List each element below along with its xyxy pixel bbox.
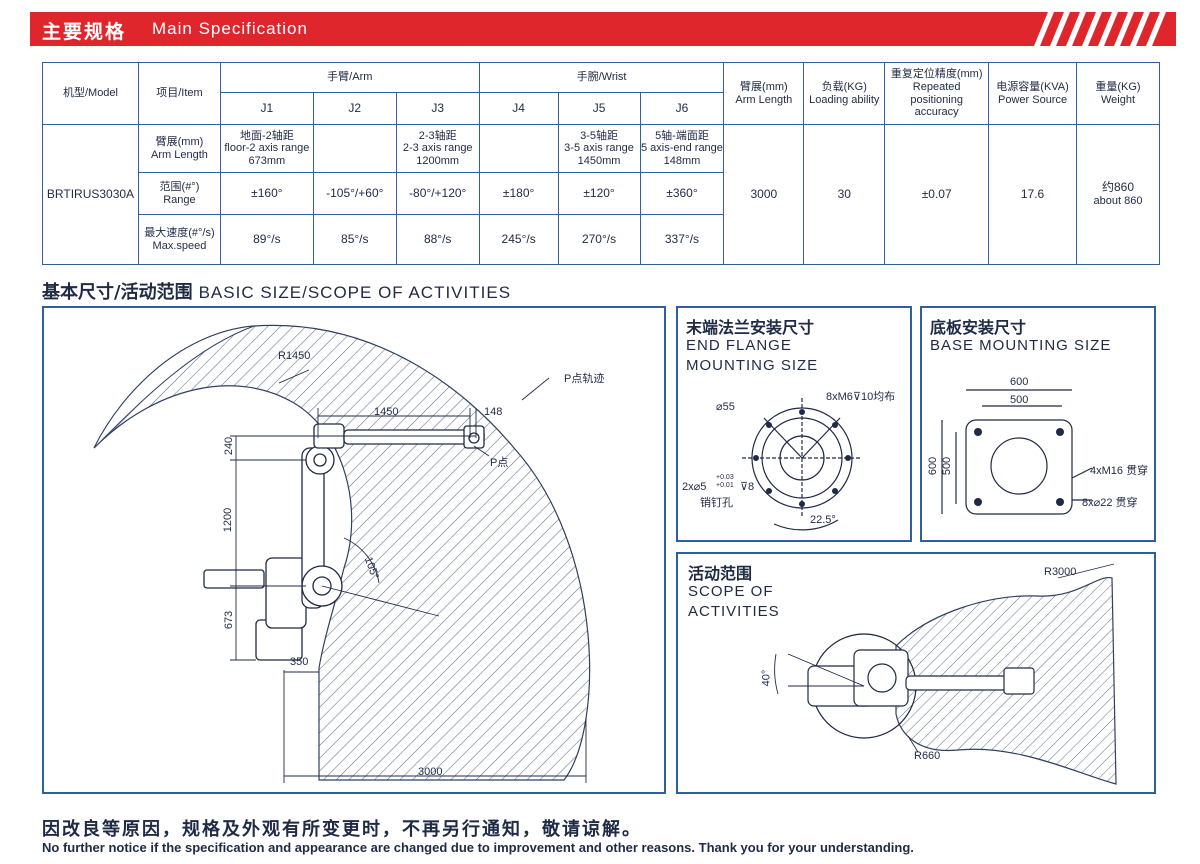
j6-range: ±360° bbox=[639, 172, 725, 215]
j4-armlength bbox=[478, 124, 559, 173]
base-h600: 600 bbox=[927, 456, 940, 476]
end-flange-panel: 末端法兰安装尺寸 END FLANGE MOUNTING SIZE ⌀55 8x… bbox=[676, 306, 912, 542]
row-range-label: 范围(#°)Range bbox=[137, 172, 221, 215]
flange-title-zh: 末端法兰安装尺寸 bbox=[686, 318, 815, 337]
j1-header: J1 bbox=[219, 92, 314, 125]
armlength-header: 臂展(mm)Arm Length bbox=[723, 62, 805, 125]
j6-header: J6 bbox=[639, 92, 725, 125]
base-h500: 500 bbox=[941, 456, 954, 476]
j3-range: -80°/+120° bbox=[395, 172, 480, 215]
j6-speed: 337°/s bbox=[639, 214, 725, 265]
p-point-label: P点 bbox=[490, 457, 509, 469]
scope-r3000: R3000 bbox=[1044, 566, 1077, 578]
j3-header: J3 bbox=[395, 92, 480, 125]
base-title-zh: 底板安装尺寸 bbox=[930, 318, 1027, 337]
j2-armlength bbox=[312, 124, 397, 173]
power-header: 电源容量(KVA)Power Source bbox=[988, 62, 1077, 125]
flange-diagram bbox=[742, 398, 862, 531]
header-title-en: Main Specification bbox=[152, 19, 308, 38]
dim-350: 350 bbox=[290, 656, 309, 668]
wrist-header: 手腕/Wrist bbox=[478, 62, 725, 93]
power-value: 17.6 bbox=[988, 124, 1077, 265]
footer-notice-en: No further notice if the specification a… bbox=[42, 840, 914, 855]
dim-3000: 3000 bbox=[418, 766, 443, 778]
flange-title-en2: MOUNTING SIZE bbox=[686, 357, 819, 374]
dim-673: 673 bbox=[223, 610, 236, 630]
weight-header: 重量(KG)Weight bbox=[1076, 62, 1160, 125]
dim-1200: 1200 bbox=[222, 507, 235, 533]
spec-table: 机型/Model 项目/Item 手臂/Arm 手腕/Wrist 臂展(mm)A… bbox=[42, 62, 1160, 265]
j5-header: J5 bbox=[557, 92, 641, 125]
base-title-en: BASE MOUNTING SIZE bbox=[930, 337, 1112, 354]
row-armlength-label: 臂展(mm)Arm Length bbox=[137, 124, 221, 173]
j1-speed: 89°/s bbox=[219, 214, 314, 265]
flange-pin1: 2x⌀5 bbox=[682, 481, 707, 493]
flange-pin3: 销钉孔 bbox=[700, 497, 733, 509]
basic-size-panel: R1450 P点轨迹 1450 148 P点 240 1200 673 350 … bbox=[42, 306, 666, 794]
arm-header: 手臂/Arm bbox=[219, 62, 480, 93]
flange-angle: 22.5° bbox=[810, 514, 836, 526]
dim-148: 148 bbox=[484, 406, 503, 418]
load-header: 负载(KG)Loading ability bbox=[803, 62, 886, 125]
scope-diagram bbox=[774, 563, 1117, 785]
scope-title-en2: ACTIVITIES bbox=[688, 603, 780, 620]
j1-range: ±160° bbox=[219, 172, 314, 215]
p-track-label: P点轨迹 bbox=[564, 373, 605, 385]
flange-m6: 8xM6⊽10均布 bbox=[826, 391, 896, 403]
base-panel: 底板安装尺寸 BASE MOUNTING SIZE 600 500 600 50… bbox=[920, 306, 1156, 542]
scope-panel: 活动范围 SCOPE OF ACTIVITIES R3000 40° R660 bbox=[676, 552, 1156, 794]
scope-title-en1: SCOPE OF bbox=[688, 583, 774, 600]
j4-header: J4 bbox=[478, 92, 559, 125]
base-m16: 4xM16 贯穿 bbox=[1090, 465, 1149, 477]
j2-speed: 85°/s bbox=[312, 214, 397, 265]
repeat-value: ±0.07 bbox=[884, 124, 990, 265]
header-bar: 主要规格 Main Specification bbox=[30, 12, 1176, 46]
model-cell: BRTIRUS3030A bbox=[42, 124, 139, 265]
dim-1450: 1450 bbox=[374, 406, 399, 418]
item-header: 项目/Item bbox=[137, 62, 221, 125]
flange-pin2: ⊽8 bbox=[740, 481, 755, 493]
flange-tol: +0.03 +0.01 bbox=[716, 474, 734, 489]
j2-header: J2 bbox=[312, 92, 397, 125]
scope-r660: R660 bbox=[914, 750, 941, 762]
scope-angle-40: 40° bbox=[760, 669, 773, 687]
j5-range: ±120° bbox=[557, 172, 641, 215]
armlength-value: 3000 bbox=[723, 124, 805, 265]
header-title-zh: 主要规格 bbox=[42, 21, 127, 43]
header-stripes bbox=[1026, 12, 1176, 46]
flange-d55: ⌀55 bbox=[716, 401, 735, 413]
dim-240: 240 bbox=[223, 436, 236, 456]
model-header: 机型/Model bbox=[42, 62, 139, 125]
load-value: 30 bbox=[803, 124, 886, 265]
base-w600: 600 bbox=[1010, 376, 1029, 388]
base-w500: 500 bbox=[1010, 394, 1029, 406]
row-speed-label: 最大速度(#°/s)Max.speed bbox=[137, 214, 221, 265]
base-diagram bbox=[941, 389, 1093, 515]
base-d22: 8x⌀22 贯穿 bbox=[1082, 497, 1138, 509]
flange-title-en1: END FLANGE bbox=[686, 337, 792, 354]
j5-speed: 270°/s bbox=[557, 214, 641, 265]
j2-range: -105°/+60° bbox=[312, 172, 397, 215]
dim-r1450: R1450 bbox=[278, 350, 311, 362]
j3-speed: 88°/s bbox=[395, 214, 480, 265]
basic-size-diagram bbox=[93, 324, 591, 783]
scope-title-zh: 活动范围 bbox=[688, 564, 753, 583]
j4-speed: 245°/s bbox=[478, 214, 559, 265]
footer-notice-zh: 因改良等原因，规格及外观有所变更时，不再另行通知，敬请谅解。 bbox=[42, 819, 642, 840]
j4-range: ±180° bbox=[478, 172, 559, 215]
